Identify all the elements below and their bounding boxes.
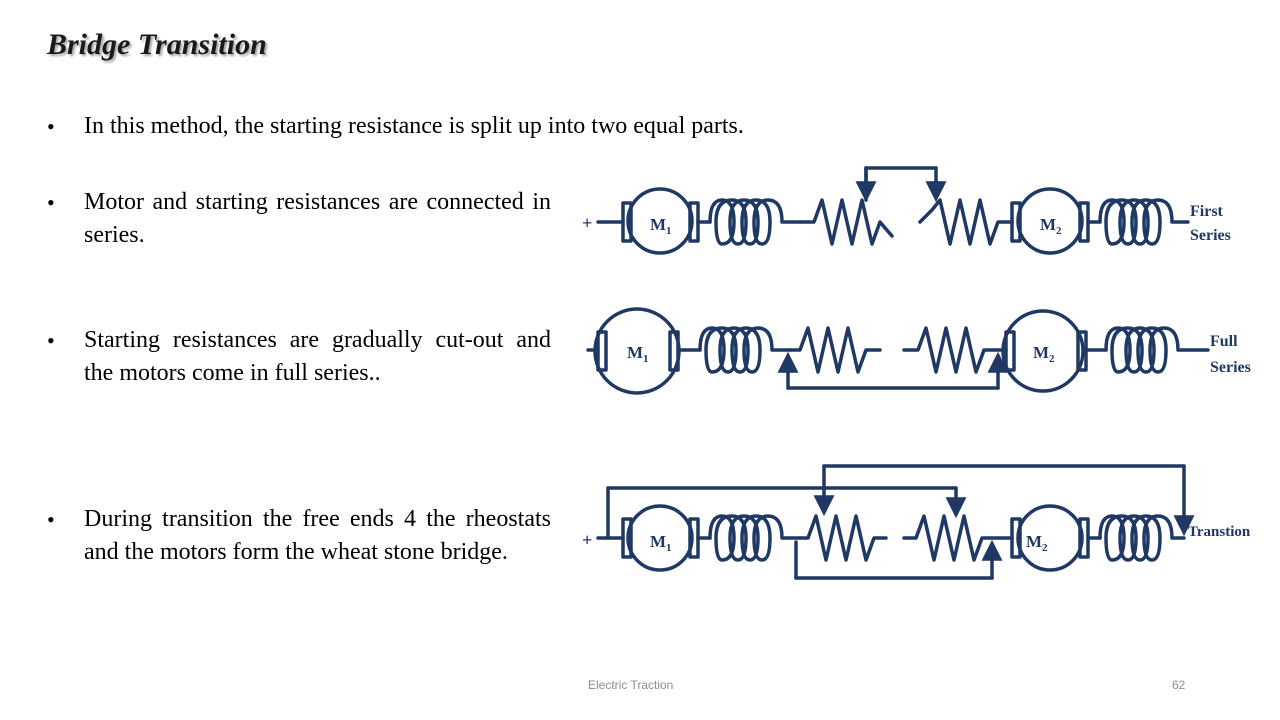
bullet-text: During transition the free ends 4 the rh… <box>84 506 551 565</box>
resistor-r2 <box>902 514 1014 562</box>
slide-title: Bridge Transition <box>47 28 267 61</box>
resistor-r2 <box>902 326 1008 374</box>
motor-m1-symbol <box>626 187 694 255</box>
page-number: 62 <box>1172 678 1186 692</box>
full-series-label-line1: Full <box>1210 333 1238 350</box>
full-series-label-line2: Series <box>1210 359 1251 376</box>
field-coil <box>1098 198 1190 246</box>
motor-m1-label: M1 <box>650 215 672 237</box>
bridge-transition-diagram: + M1 M2 First Series M1 M2 Full Series <box>582 166 1251 580</box>
motor-m1-label: M1 <box>627 343 649 365</box>
footer-title: Electric Traction <box>588 678 674 692</box>
bullet-dot: • <box>47 114 55 139</box>
motor-m2-symbol <box>1016 504 1084 572</box>
first-series-circuit <box>596 166 1190 255</box>
motor-m2-symbol <box>1001 309 1085 393</box>
bullet-series-connection: • Motor and starting resistances are con… <box>47 186 551 252</box>
transition-circuit <box>596 464 1195 580</box>
transition-label: Transtion <box>1188 524 1251 540</box>
brush-left <box>1010 517 1022 559</box>
motor-m2-label: M2 <box>1040 215 1062 237</box>
plus-sign: + <box>582 213 592 233</box>
resistor-r1 <box>798 198 894 246</box>
bullet-split-resistance: • In this method, the starting resistanc… <box>47 110 927 143</box>
brush-left <box>1004 330 1016 372</box>
bullet-dot: • <box>47 507 55 532</box>
motor-m2-symbol <box>1016 187 1084 255</box>
motor-m2-label: M2 <box>1026 532 1048 554</box>
bullet-dot: • <box>47 328 55 353</box>
field-coil <box>708 514 802 562</box>
bullet-text: In this method, the starting resistance … <box>84 113 744 139</box>
brush-left <box>621 517 633 559</box>
first-series-label-line2: Series <box>1190 227 1231 244</box>
resistor-r2 <box>918 198 1014 246</box>
full-series-circuit <box>586 307 1210 395</box>
bullet-cut-out: • Starting resistances are gradually cut… <box>47 324 551 390</box>
bullet-bridge: • During transition the free ends 4 the … <box>47 503 551 569</box>
resistor-r1 <box>788 326 882 374</box>
field-coil <box>708 198 802 246</box>
field-coil <box>698 326 792 374</box>
motor-m1-label: M1 <box>650 532 672 554</box>
brush-left <box>621 201 633 243</box>
field-coil <box>1104 326 1210 374</box>
field-coil <box>1098 514 1186 562</box>
brush-left <box>596 330 608 372</box>
bullet-dot: • <box>47 190 55 215</box>
resistor-r1 <box>798 514 888 562</box>
bullet-text: Starting resistances are gradually cut-o… <box>84 327 551 386</box>
motor-m2-label: M2 <box>1033 343 1055 365</box>
first-series-label-line1: First <box>1190 203 1224 220</box>
bullet-text: Motor and starting resistances are conne… <box>84 189 551 248</box>
brush-left <box>1010 201 1022 243</box>
plus-sign: + <box>582 530 592 550</box>
motor-m1-symbol <box>626 504 694 572</box>
